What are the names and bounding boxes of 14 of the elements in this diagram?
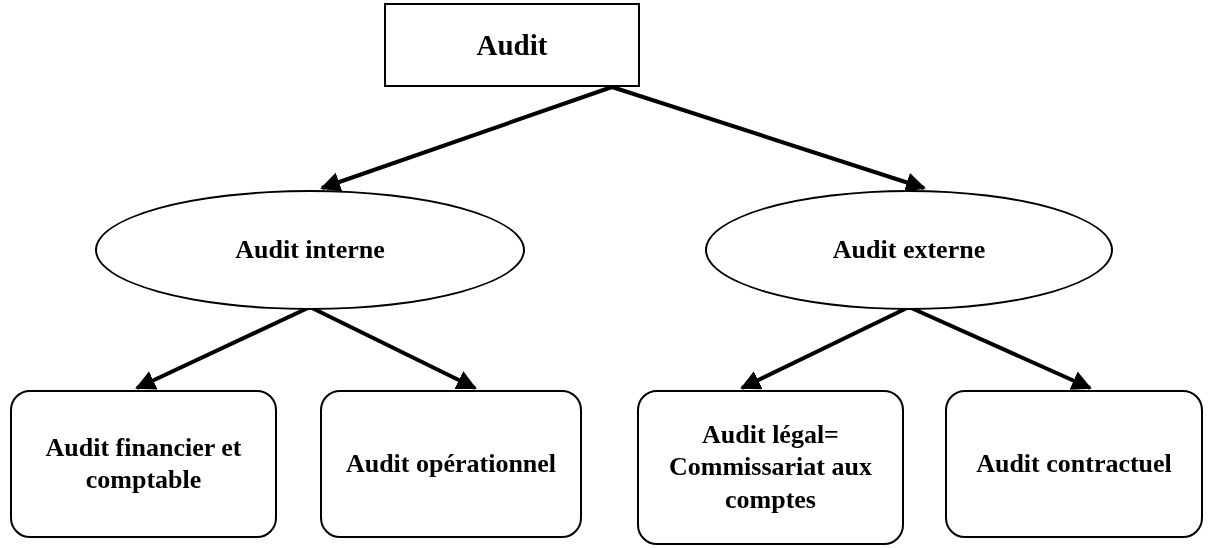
node-label: Audit légal= Commissariat aux comptes: [668, 418, 873, 516]
arrow: [611, 85, 926, 192]
arrow: [320, 85, 613, 192]
node-label: Audit externe: [832, 233, 986, 266]
node-label: Audit: [476, 27, 548, 63]
type-box: [945, 390, 1203, 538]
type-box: [10, 390, 277, 538]
node-label: Audit interne: [235, 233, 385, 266]
type-box: [320, 390, 582, 538]
node-label: Audit financier et comptable: [44, 431, 243, 496]
node-label: Audit contractuel: [976, 447, 1172, 480]
type-box: [637, 390, 904, 545]
title-box: [384, 3, 640, 87]
node-label: Audit opérationnel: [345, 447, 557, 480]
